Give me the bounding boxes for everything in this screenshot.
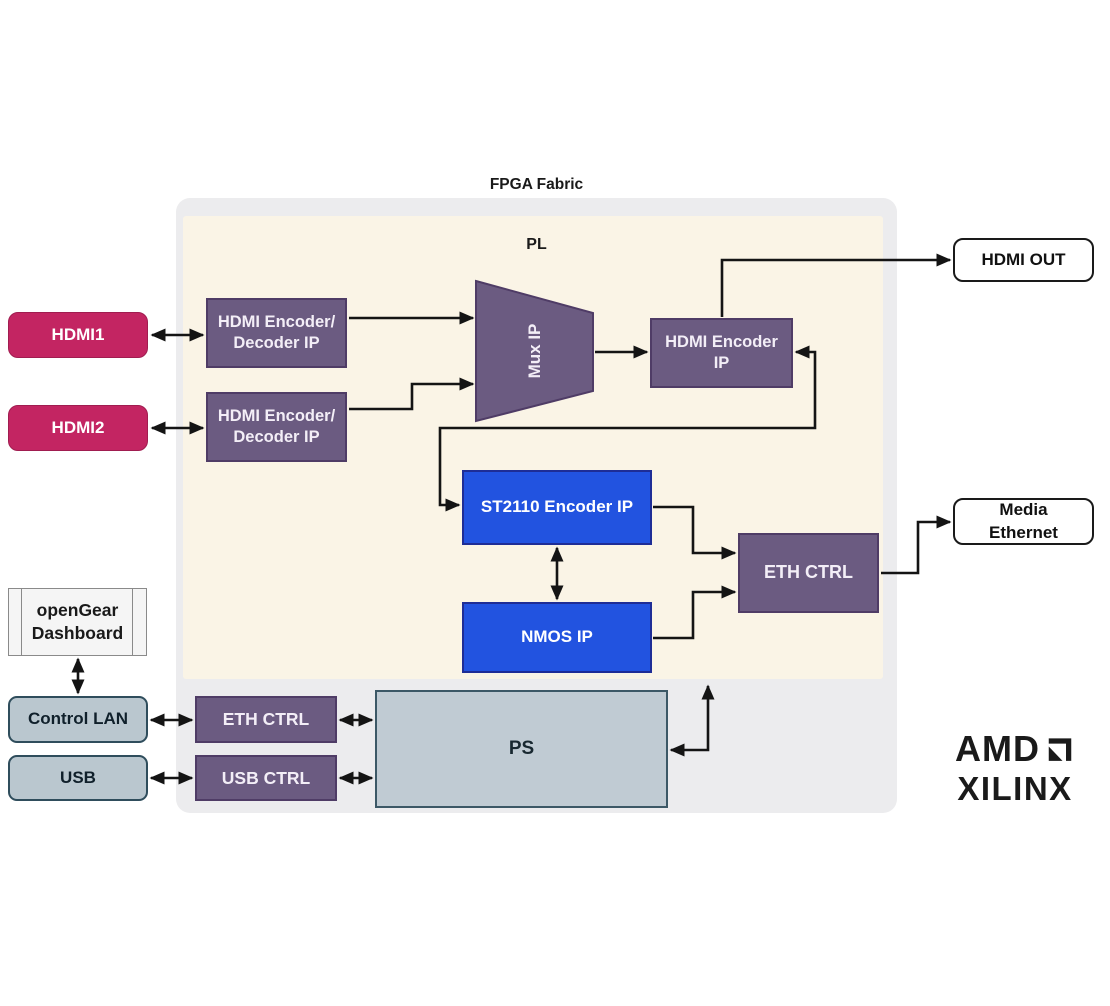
block-usb-ctrl: USB CTRL <box>195 755 337 801</box>
amd-logo-row: AMD <box>955 731 1075 767</box>
block-hdmi-encoder-ip: HDMI Encoder IP <box>650 318 793 388</box>
amd-logo-text: AMD <box>955 728 1040 769</box>
block-hdmi-encoder-decoder-2: HDMI Encoder/ Decoder IP <box>206 392 347 462</box>
block-hdmi-encoder-decoder-1: HDMI Encoder/ Decoder IP <box>206 298 347 368</box>
block-hdmi-out: HDMI OUT <box>953 238 1094 282</box>
opengear-right-stripe <box>132 589 133 655</box>
amd-arrow-icon <box>1048 738 1072 761</box>
block-media-ethernet: Media Ethernet <box>953 498 1094 545</box>
amd-xilinx-logo: AMD XILINX <box>948 731 1082 809</box>
pl-region-label: PL <box>526 236 547 253</box>
diagram-title: FPGA Fabric <box>489 176 584 193</box>
block-control-lan: Control LAN <box>8 696 148 743</box>
block-ps: PS <box>375 690 668 808</box>
block-st2110-encoder-ip: ST2110 Encoder IP <box>462 470 652 545</box>
block-mux-ip-label: Mux IP <box>525 323 544 379</box>
block-usb: USB <box>8 755 148 801</box>
opengear-left-stripe <box>21 589 22 655</box>
xilinx-logo-text: XILINX <box>957 770 1073 807</box>
block-hdmi1: HDMI1 <box>8 312 148 358</box>
block-opengear-dashboard: openGear Dashboard <box>8 588 147 656</box>
block-nmos-ip: NMOS IP <box>462 602 652 673</box>
block-eth-ctrl-ps: ETH CTRL <box>195 696 337 743</box>
block-hdmi2: HDMI2 <box>8 405 148 451</box>
opengear-dashboard-label: openGear Dashboard <box>31 600 124 643</box>
block-eth-ctrl-pl: ETH CTRL <box>738 533 879 613</box>
